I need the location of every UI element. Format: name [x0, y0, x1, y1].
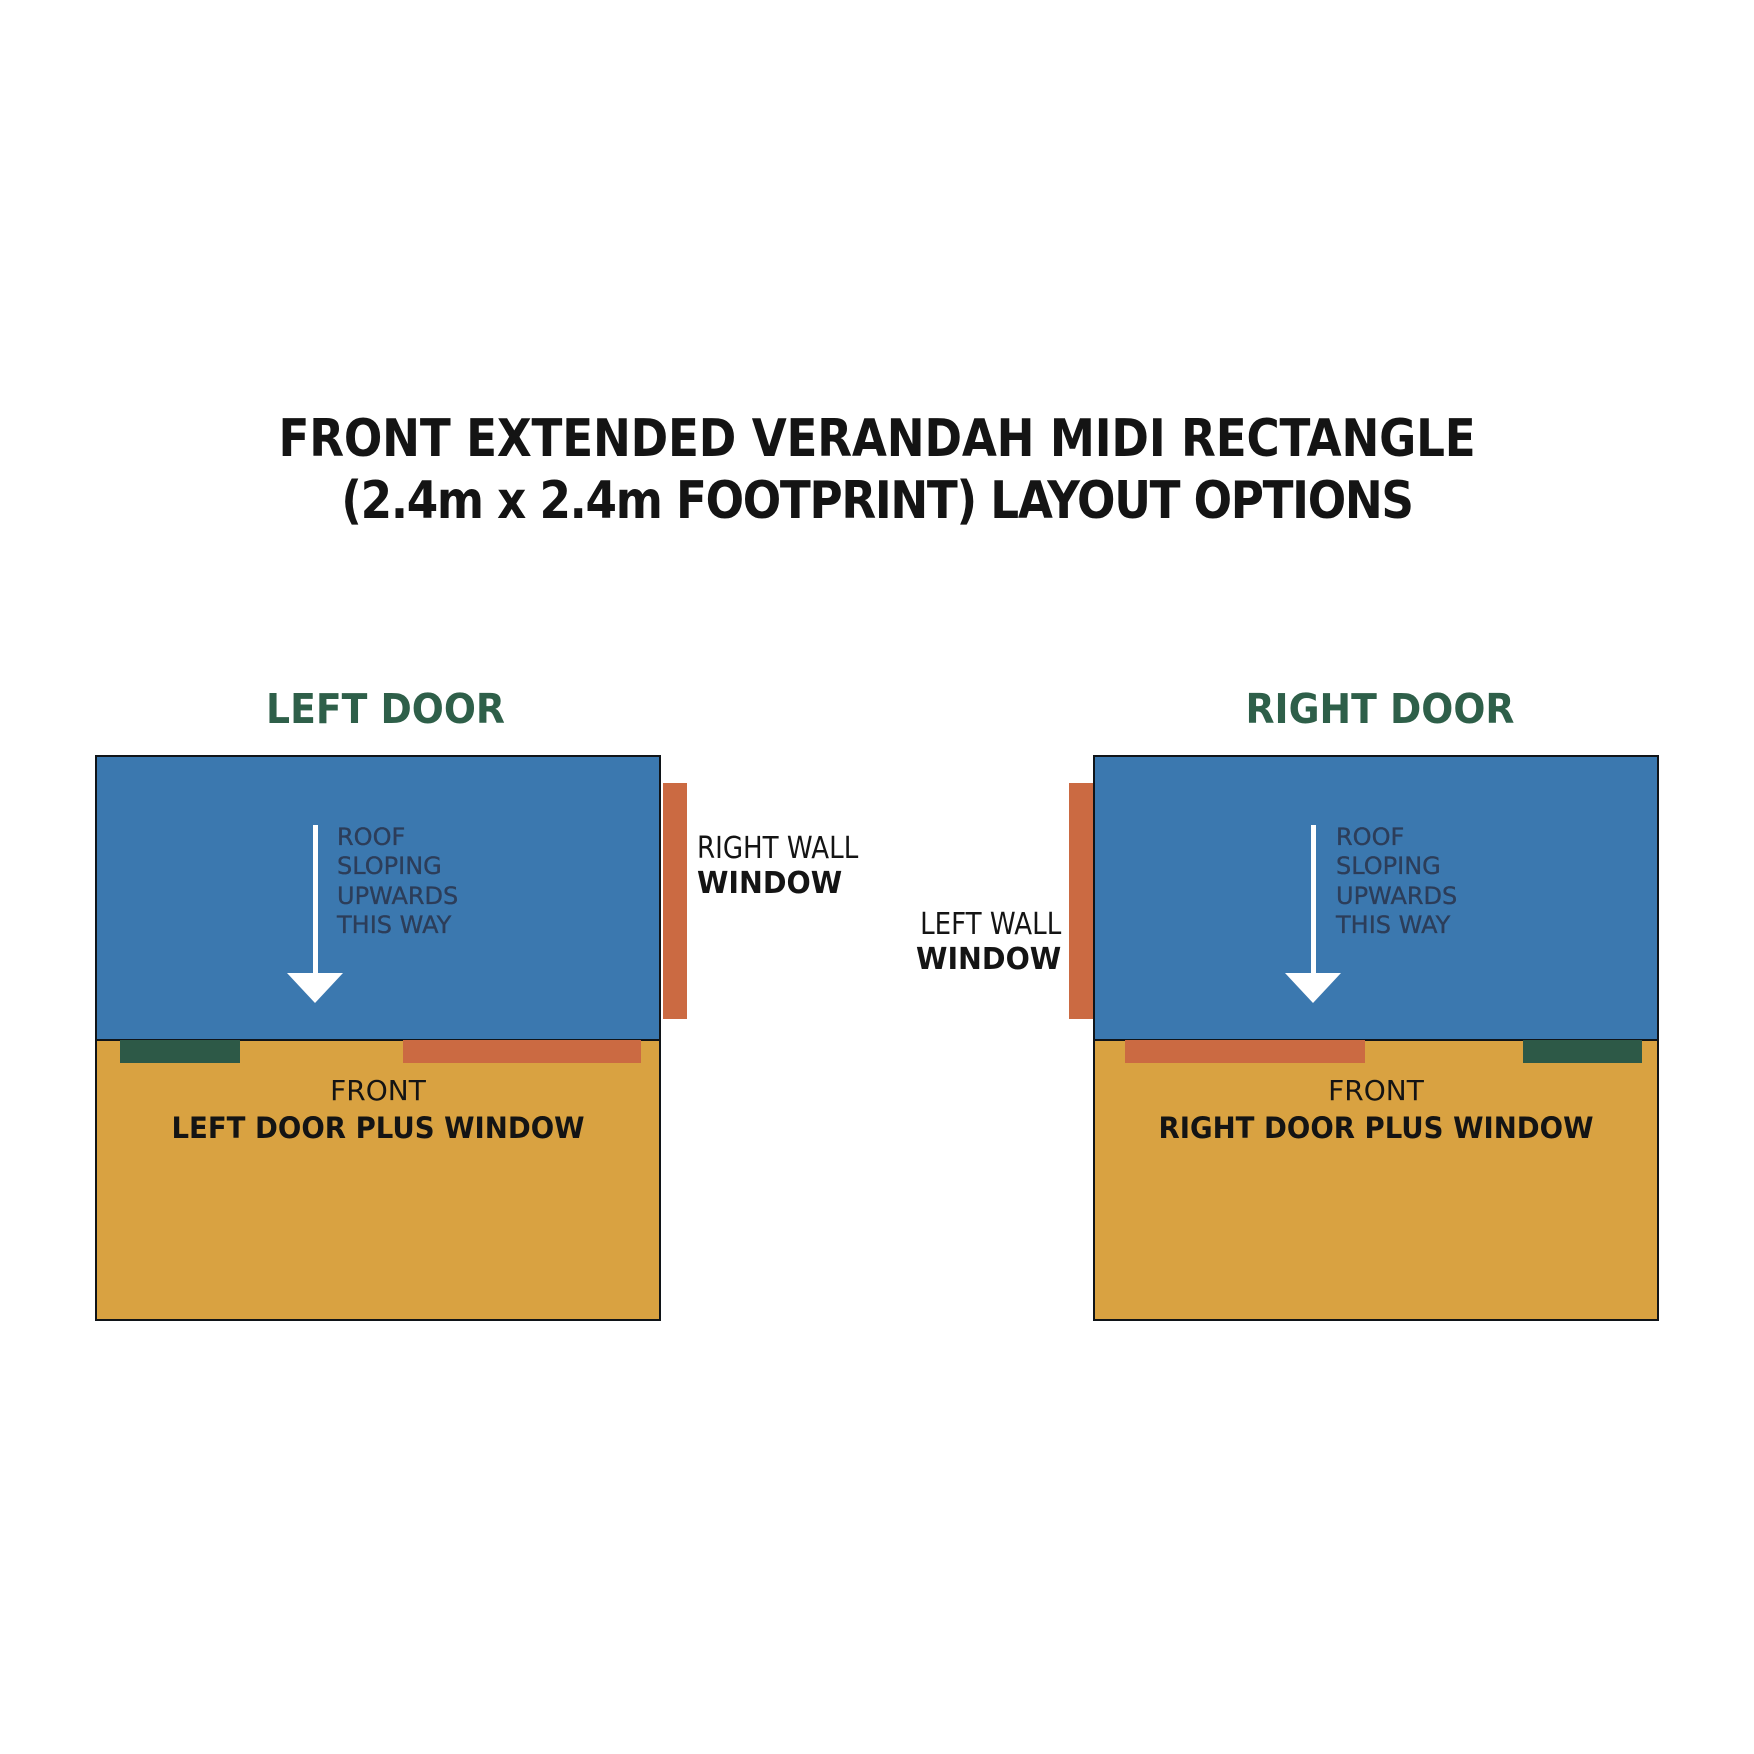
page-title-line1: FRONT EXTENDED VERANDAH MIDI RECTANGLE — [278, 409, 1476, 469]
left-door-front-label-line1: FRONT — [330, 1074, 426, 1107]
left-door-right-wall-window-bar — [663, 783, 687, 1019]
right-door-front-label-line1: FRONT — [1328, 1074, 1424, 1107]
page-title: FRONT EXTENDED VERANDAH MIDI RECTANGLE (… — [114, 408, 1640, 532]
left-door-front-label-line2: LEFT DOOR PLUS WINDOW — [171, 1111, 585, 1145]
left-door-roof-area — [95, 755, 661, 1041]
left-door-roof-slope-arrow-icon — [287, 973, 343, 1003]
right-door-heading: RIGHT DOOR — [1245, 685, 1515, 733]
left-door-front-area — [95, 1039, 661, 1321]
left-door-heading: LEFT DOOR — [266, 685, 505, 733]
left-door-wall-label-line2: WINDOW — [697, 866, 843, 901]
right-door-left-wall-window-bar — [1069, 783, 1093, 1019]
right-door-front-area — [1093, 1039, 1659, 1321]
left-door-wall-label: RIGHT WALL WINDOW — [697, 831, 882, 901]
right-door-roof-slope-arrow-icon — [1285, 973, 1341, 1003]
right-door-roof-label: ROOF SLOPING UPWARDS THIS WAY — [1336, 823, 1458, 940]
left-door-roof-slope-arrow-shaft — [313, 825, 318, 975]
left-door-front-door-bar — [120, 1040, 240, 1063]
right-door-roof-slope-arrow-shaft — [1311, 825, 1316, 975]
left-door-wall-label-line1: RIGHT WALL — [697, 831, 859, 866]
right-door-front-window-bar — [1125, 1040, 1365, 1063]
left-door-roof-label: ROOF SLOPING UPWARDS THIS WAY — [337, 823, 459, 940]
right-door-wall-label-line1: LEFT WALL — [919, 907, 1061, 942]
right-door-front-label-line2: RIGHT DOOR PLUS WINDOW — [1158, 1111, 1594, 1145]
right-door-front-door-bar — [1523, 1040, 1642, 1063]
right-door-wall-label: LEFT WALL WINDOW — [899, 907, 1061, 977]
page-title-line2: (2.4m x 2.4m FOOTPRINT) LAYOUT OPTIONS — [341, 471, 1414, 531]
right-door-wall-label-line2: WINDOW — [915, 942, 1061, 977]
left-door-front-window-bar — [403, 1040, 641, 1063]
